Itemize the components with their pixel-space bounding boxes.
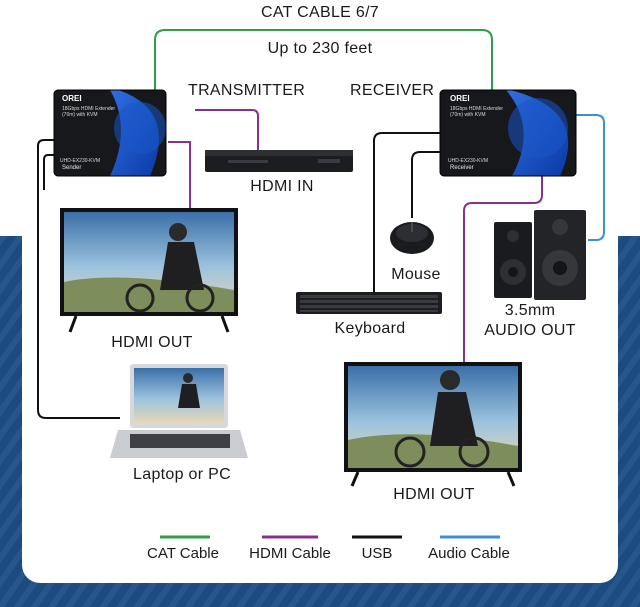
hdmi-in-label: HDMI IN xyxy=(250,178,314,195)
legend-label-hdmi: HDMI Cable xyxy=(249,545,331,562)
hdmi-cable-tx-to-monitor xyxy=(168,141,191,210)
tx-brand: OREI xyxy=(62,94,82,103)
keyboard-label: Keyboard xyxy=(334,320,406,337)
monitor-left xyxy=(60,208,238,333)
transmitter-label: TRANSMITTER xyxy=(188,82,306,99)
tx-description: 18Gbps HDMI Extender (70m) with KVM xyxy=(62,106,116,118)
keyboard-icon xyxy=(296,292,442,314)
usb-cable-tx-side xyxy=(43,154,62,190)
audio-cable-line xyxy=(575,114,605,241)
tv-right xyxy=(344,362,522,487)
usb-cable-tx-to-laptop xyxy=(37,139,120,419)
rx-model: UHD-EX230-KVM xyxy=(448,158,489,164)
cat-cable-label: CAT CABLE 6/7 xyxy=(260,4,380,21)
legend-label-audio: Audio Cable xyxy=(428,545,510,562)
audio-out-line1: 3.5mm xyxy=(504,302,556,319)
audio-out-line2: AUDIO OUT xyxy=(484,322,576,339)
hdmi-out-left-label: HDMI OUT xyxy=(111,334,193,351)
receiver-box xyxy=(439,89,577,177)
hdmi-out-right-label: HDMI OUT xyxy=(393,486,475,503)
cat-cable-line xyxy=(154,29,493,90)
tx-model: UHD-EX230-KVM xyxy=(60,158,101,164)
mouse-label: Mouse xyxy=(391,266,441,283)
media-player xyxy=(205,150,353,172)
tx-role: Sender xyxy=(62,165,82,171)
rx-brand: OREI xyxy=(450,94,470,103)
hdmi-cable-rx-to-tv xyxy=(463,175,543,362)
mouse-icon xyxy=(390,222,434,254)
distance-label: Up to 230 feet xyxy=(267,40,373,57)
rx-description: 18Gbps HDMI Extender (70m) with KVM xyxy=(450,106,504,118)
hdmi-cable-tx-to-player xyxy=(195,109,259,150)
usb-cable-rx-to-keyboard xyxy=(373,132,446,293)
legend-label-cat: CAT Cable xyxy=(147,545,219,562)
laptop-icon xyxy=(110,364,248,458)
usb-cable-rx-to-mouse xyxy=(411,151,446,218)
laptop-label: Laptop or PC xyxy=(133,466,231,483)
legend-label-usb: USB xyxy=(361,545,393,562)
transmitter-box xyxy=(53,89,167,177)
rx-role: Receiver xyxy=(450,165,474,171)
speakers-icon xyxy=(494,210,586,300)
receiver-label: RECEIVER xyxy=(350,82,435,99)
